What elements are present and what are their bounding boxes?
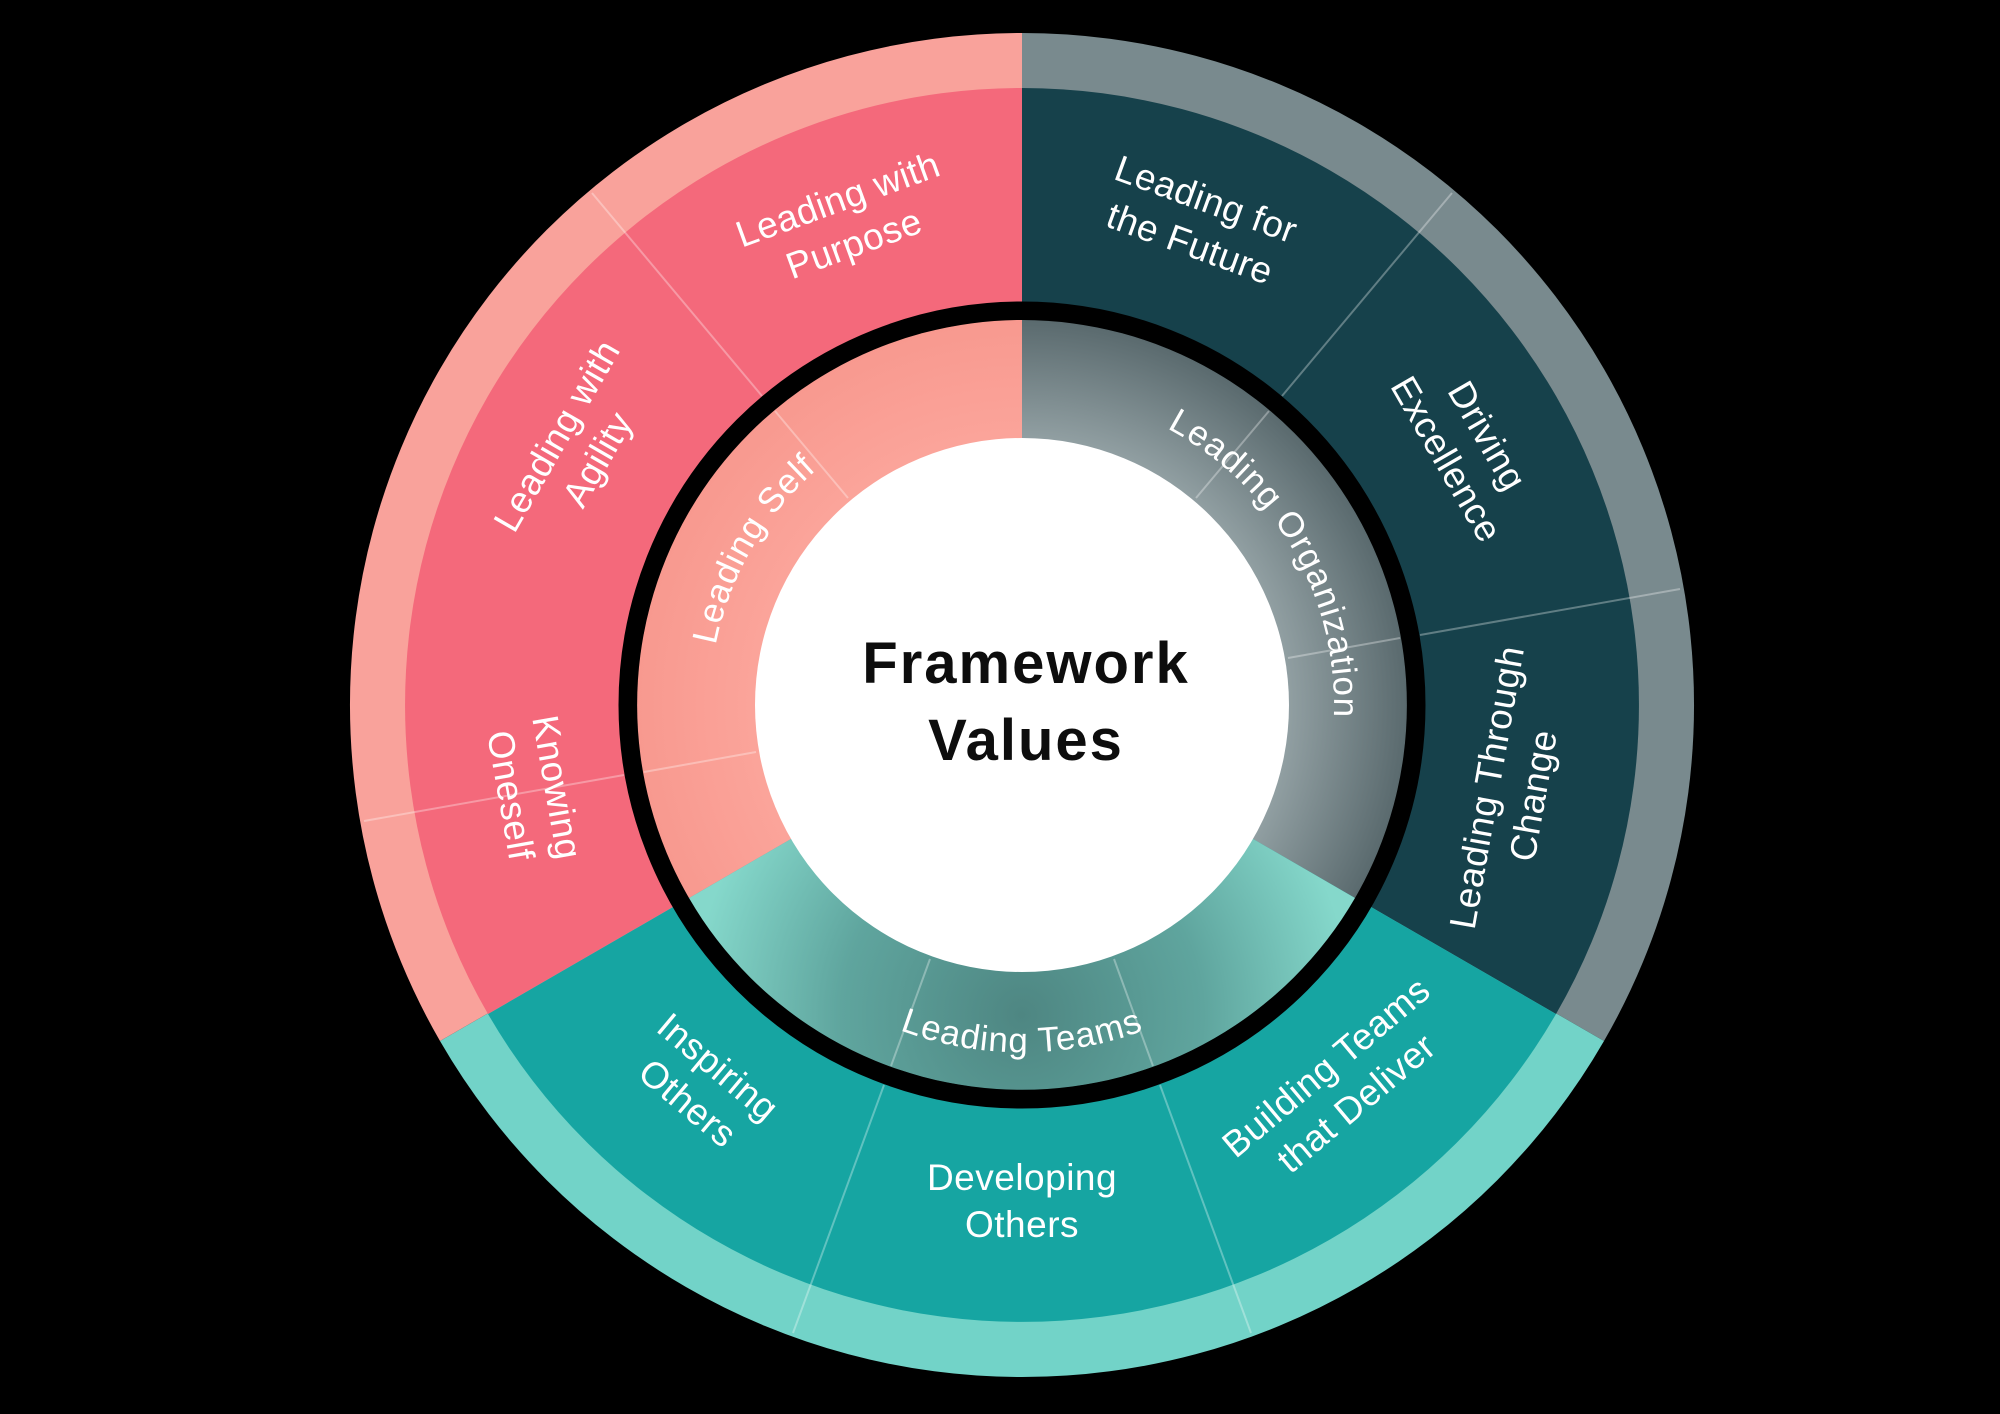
divider-future-excellence [1195,192,1453,499]
divider-building-developing [1113,958,1252,1334]
label-developing-others: Developing Others [927,1157,1117,1245]
title-line-2: Values [928,708,1124,773]
divider-excellence-change [1287,588,1681,659]
divider-developing-inspiring [792,958,931,1334]
label-developing-line1: Developing [927,1157,1117,1198]
divider-agility-purpose [591,192,849,499]
center-circle [755,438,1289,972]
center-title: Framework Values [862,631,1189,773]
label-developing-line2: Others [965,1204,1079,1245]
title-line-1: Framework [862,631,1189,696]
divider-knowing-agility [363,751,757,822]
ring-divider [618,301,1426,1109]
segment-dividers [363,192,1681,1334]
